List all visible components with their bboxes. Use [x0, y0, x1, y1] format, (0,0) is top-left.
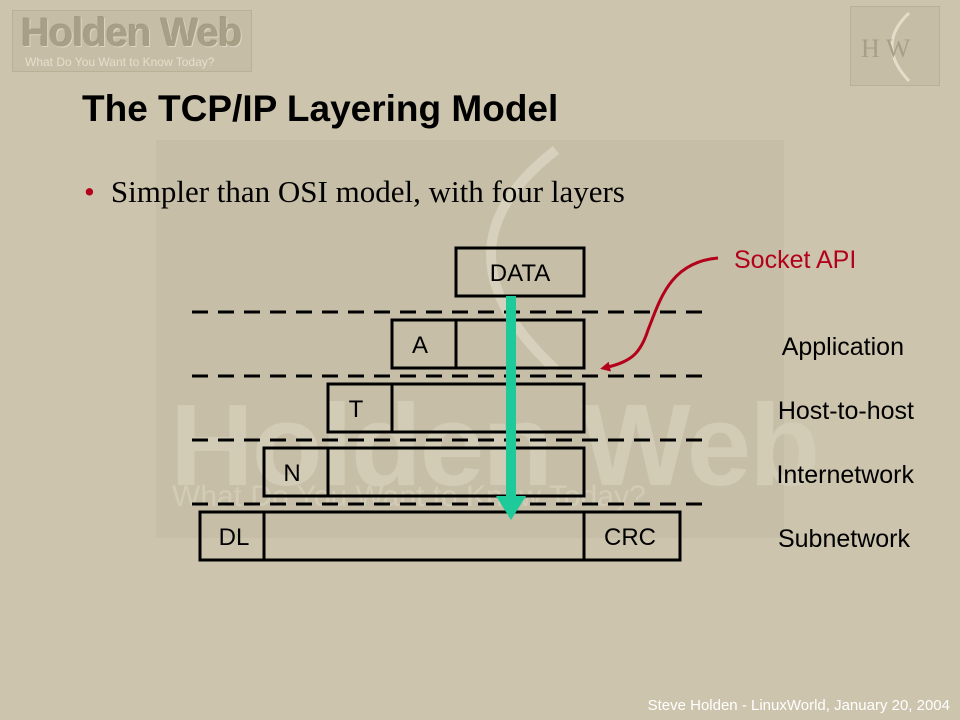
- datalink-frame: [198, 510, 682, 562]
- layer-label-internetwork: Internetwork: [776, 461, 914, 489]
- hw-monogram-icon: H W: [861, 11, 911, 83]
- footer-credit: Steve Holden - LinuxWorld, January 20, 2…: [647, 697, 950, 714]
- application-header-label: A: [412, 332, 428, 359]
- layer-label-host-to-host: Host-to-host: [778, 397, 914, 425]
- crc-trailer-label: CRC: [604, 524, 656, 551]
- transport-packet: [326, 382, 586, 434]
- socket-api-arrow: [600, 256, 719, 372]
- network-packet: [262, 446, 586, 498]
- arrow-shaft: [506, 296, 516, 496]
- arrow-head-icon: [496, 496, 526, 520]
- watermark-title: Holden Web: [170, 380, 820, 510]
- layer-label-subnetwork: Subnetwork: [778, 525, 911, 553]
- transport-header-label: T: [349, 396, 364, 423]
- data-label: DATA: [490, 260, 550, 287]
- layer-boundaries: [192, 310, 712, 506]
- slide-title: The TCP/IP Layering Model: [82, 88, 559, 129]
- corner-hw-logo: H W: [850, 6, 940, 86]
- logo-tagline: What Do You Want to Know Today?: [25, 55, 215, 69]
- socket-api-label: Socket API: [734, 246, 856, 274]
- holden-web-logo: Holden Web What Do You Want to Know Toda…: [12, 10, 252, 72]
- data-box: [454, 246, 586, 298]
- datalink-header-label: DL: [219, 524, 250, 551]
- layer-label-application: Application: [782, 333, 904, 361]
- network-header-label: N: [283, 460, 300, 487]
- bullet-item: • Simpler than OSI model, with four layer…: [84, 174, 625, 210]
- encapsulation-arrow: [496, 296, 526, 520]
- watermark-monogram-icon: [486, 146, 560, 370]
- bullet-marker: •: [84, 174, 95, 209]
- bullet-text: Simpler than OSI model, with four layers: [110, 174, 625, 209]
- background-watermark: Holden Web What Do You Want to Know Toda…: [156, 140, 820, 538]
- application-packet: [390, 318, 586, 370]
- logo-title: Holden Web: [21, 11, 242, 55]
- corner-logo-letters: H W: [861, 34, 911, 63]
